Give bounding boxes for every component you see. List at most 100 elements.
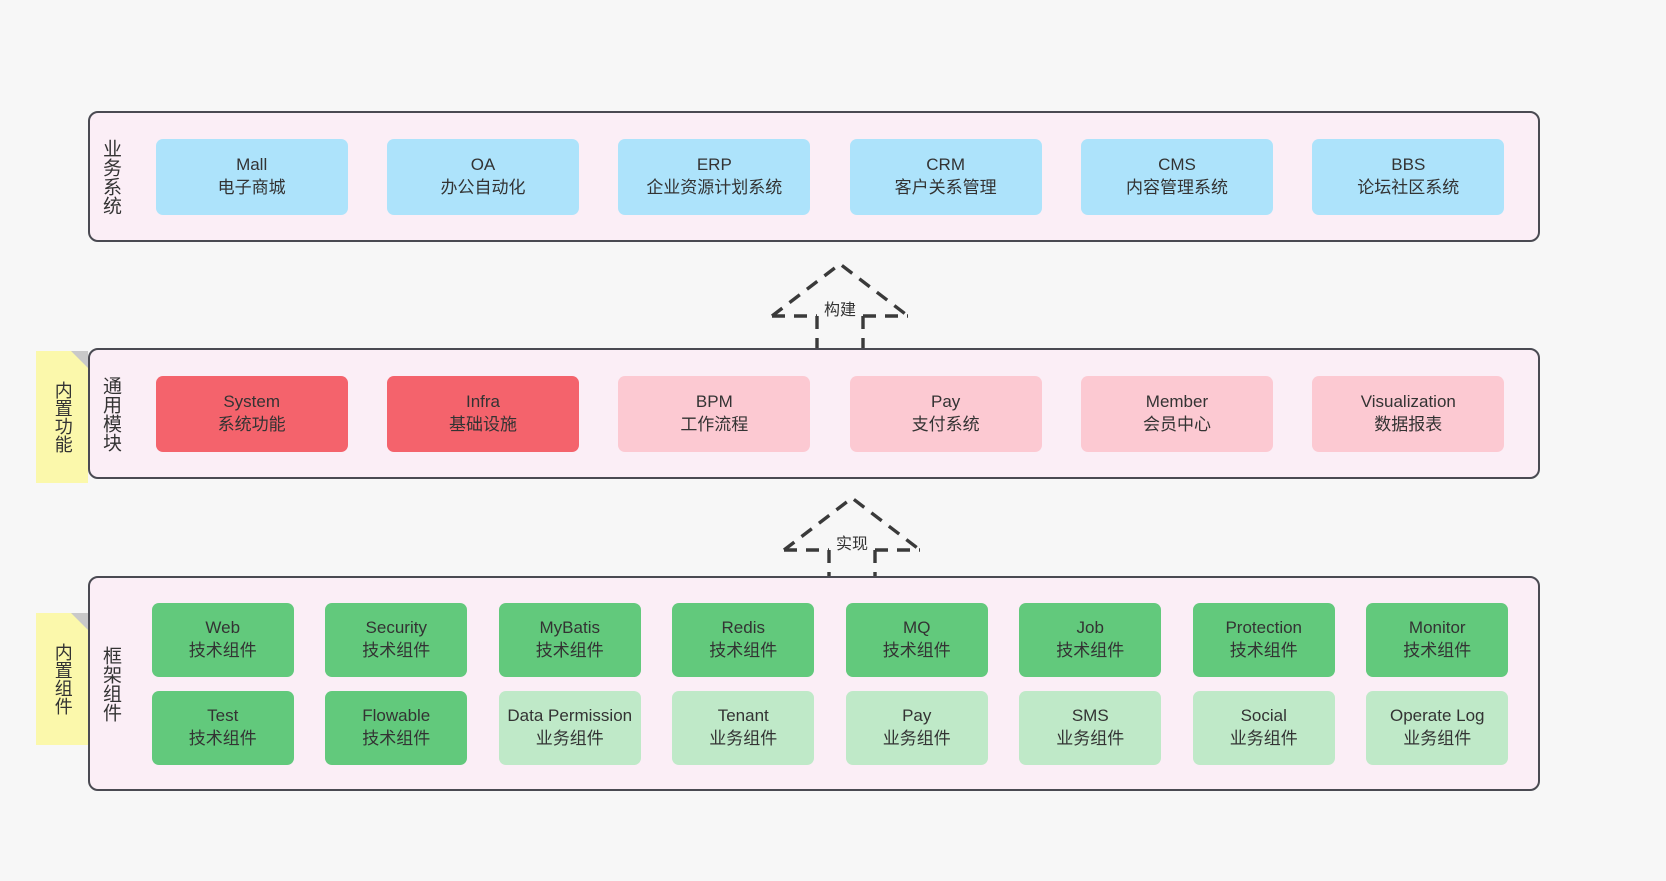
card-slot: MyBatis 技术组件 <box>483 602 657 677</box>
framework-row-2: Test 技术组件 Flowable 技术组件 Data Permission <box>136 690 1525 765</box>
card-bpm[interactable]: BPM 工作流程 <box>618 375 811 452</box>
card-monitor[interactable]: Monitor 技术组件 <box>1366 602 1509 677</box>
card-protection[interactable]: Protection 技术组件 <box>1192 602 1335 677</box>
card-subtitle: 系统功能 <box>217 414 286 434</box>
card-title: CRM <box>926 155 965 175</box>
card-slot: Test 技术组件 <box>136 690 310 765</box>
card-slot: Security 技术组件 <box>310 602 484 677</box>
card-subtitle: 客户关系管理 <box>894 177 997 197</box>
card-title: MyBatis <box>539 618 600 638</box>
card-oa[interactable]: OA 办公自动化 <box>386 138 579 215</box>
arrow-build: 构建 <box>760 258 920 356</box>
card-title: Security <box>365 618 427 638</box>
card-subtitle: 技术组件 <box>362 640 431 660</box>
card-infra[interactable]: Infra 基础设施 <box>386 375 579 452</box>
card-slot: Visualization 数据报表 <box>1293 375 1524 452</box>
card-subtitle: 企业资源计划系统 <box>646 177 783 197</box>
card-slot: Tenant 业务组件 <box>657 690 831 765</box>
card-slot: ERP 企业资源计划系统 <box>599 138 830 215</box>
band-body-business-systems: Mall 电子商城 OA 办公自动化 ERP 企业资源计划系统 <box>130 113 1538 240</box>
card-slot: Monitor 技术组件 <box>1351 602 1525 677</box>
card-slot: SMS 业务组件 <box>1004 690 1178 765</box>
card-operate-log[interactable]: Operate Log 业务组件 <box>1366 690 1509 765</box>
framework-row-1: Web 技术组件 Security 技术组件 MyBatis 技术组 <box>136 602 1525 677</box>
card-title: Social <box>1240 706 1287 726</box>
card-system[interactable]: System 系统功能 <box>155 375 348 452</box>
card-slot: CRM 客户关系管理 <box>830 138 1061 215</box>
card-title: Job <box>1076 618 1104 638</box>
card-subtitle: 技术组件 <box>1056 640 1125 660</box>
arrow-build-label: 构建 <box>820 296 860 320</box>
card-job[interactable]: Job 技术组件 <box>1019 602 1162 677</box>
band-body-common-modules: System 系统功能 Infra 基础设施 BPM 工作流程 <box>130 350 1538 477</box>
card-title: Operate Log <box>1389 706 1485 726</box>
card-web[interactable]: Web 技术组件 <box>151 602 294 677</box>
card-mall[interactable]: Mall 电子商城 <box>155 138 348 215</box>
card-subtitle: 业务组件 <box>535 728 604 748</box>
card-title: Data Permission <box>507 706 633 726</box>
card-crm[interactable]: CRM 客户关系管理 <box>849 138 1042 215</box>
card-title: OA <box>470 155 496 175</box>
card-pay-component[interactable]: Pay 业务组件 <box>845 690 988 765</box>
card-bbs[interactable]: BBS 论坛社区系统 <box>1312 138 1505 215</box>
band-label-framework-components: 框架组件 <box>100 645 122 722</box>
card-slot: Social 业务组件 <box>1177 690 1351 765</box>
card-slot: Infra 基础设施 <box>367 375 598 452</box>
card-slot: Operate Log 业务组件 <box>1351 690 1525 765</box>
band-business-systems: 业务系统 Mall 电子商城 OA 办公自动化 E <box>88 111 1540 242</box>
card-member[interactable]: Member 会员中心 <box>1080 375 1273 452</box>
card-title: BBS <box>1391 155 1426 175</box>
card-test[interactable]: Test 技术组件 <box>151 690 294 765</box>
card-title: Web <box>205 618 241 638</box>
card-mybatis[interactable]: MyBatis 技术组件 <box>498 602 641 677</box>
card-title: ERP <box>696 155 732 175</box>
card-tenant[interactable]: Tenant 业务组件 <box>672 690 815 765</box>
card-flowable[interactable]: Flowable 技术组件 <box>325 690 468 765</box>
card-data-permission[interactable]: Data Permission 业务组件 <box>498 690 641 765</box>
card-title: Mall <box>236 155 268 175</box>
card-subtitle: 支付系统 <box>911 414 980 434</box>
card-security[interactable]: Security 技术组件 <box>325 602 468 677</box>
arrow-realize: 实现 <box>772 492 932 590</box>
card-title: Redis <box>721 618 765 638</box>
card-slot: Pay 支付系统 <box>830 375 1061 452</box>
note-fold-corner-icon <box>71 613 88 630</box>
card-subtitle: 业务组件 <box>709 728 778 748</box>
common-modules-row: System 系统功能 Infra 基础设施 BPM 工作流程 <box>136 375 1524 452</box>
card-title: Tenant <box>717 706 769 726</box>
band-body-framework-components: Web 技术组件 Security 技术组件 MyBatis 技术组 <box>130 578 1538 789</box>
card-sms[interactable]: SMS 业务组件 <box>1019 690 1162 765</box>
card-redis[interactable]: Redis 技术组件 <box>672 602 815 677</box>
note-builtin-components: 内置组件 <box>36 613 88 745</box>
card-subtitle: 基础设施 <box>448 414 517 434</box>
card-subtitle: 业务组件 <box>882 728 951 748</box>
card-pay-module[interactable]: Pay 支付系统 <box>849 375 1042 452</box>
card-slot: BPM 工作流程 <box>599 375 830 452</box>
card-mq[interactable]: MQ 技术组件 <box>845 602 988 677</box>
card-subtitle: 电子商城 <box>217 177 286 197</box>
card-subtitle: 业务组件 <box>1056 728 1125 748</box>
card-slot: OA 办公自动化 <box>367 138 598 215</box>
card-slot: System 系统功能 <box>136 375 367 452</box>
card-subtitle: 技术组件 <box>362 728 431 748</box>
card-subtitle: 技术组件 <box>188 728 257 748</box>
card-social[interactable]: Social 业务组件 <box>1192 690 1335 765</box>
note-label: 内置功能 <box>52 381 73 453</box>
card-title: Monitor <box>1408 618 1466 638</box>
card-subtitle: 论坛社区系统 <box>1357 177 1460 197</box>
card-subtitle: 业务组件 <box>1229 728 1298 748</box>
card-visualization[interactable]: Visualization 数据报表 <box>1312 375 1505 452</box>
card-slot: Data Permission 业务组件 <box>483 690 657 765</box>
business-systems-row: Mall 电子商城 OA 办公自动化 ERP 企业资源计划系统 <box>136 138 1524 215</box>
note-label: 内置组件 <box>52 643 73 715</box>
card-cms[interactable]: CMS 内容管理系统 <box>1080 138 1273 215</box>
card-subtitle: 技术组件 <box>188 640 257 660</box>
card-title: MQ <box>903 618 931 638</box>
card-slot: Redis 技术组件 <box>657 602 831 677</box>
card-slot: Protection 技术组件 <box>1177 602 1351 677</box>
card-slot: Member 会员中心 <box>1061 375 1292 452</box>
card-title: Flowable <box>362 706 431 726</box>
card-subtitle: 内容管理系统 <box>1125 177 1228 197</box>
card-erp[interactable]: ERP 企业资源计划系统 <box>618 138 811 215</box>
